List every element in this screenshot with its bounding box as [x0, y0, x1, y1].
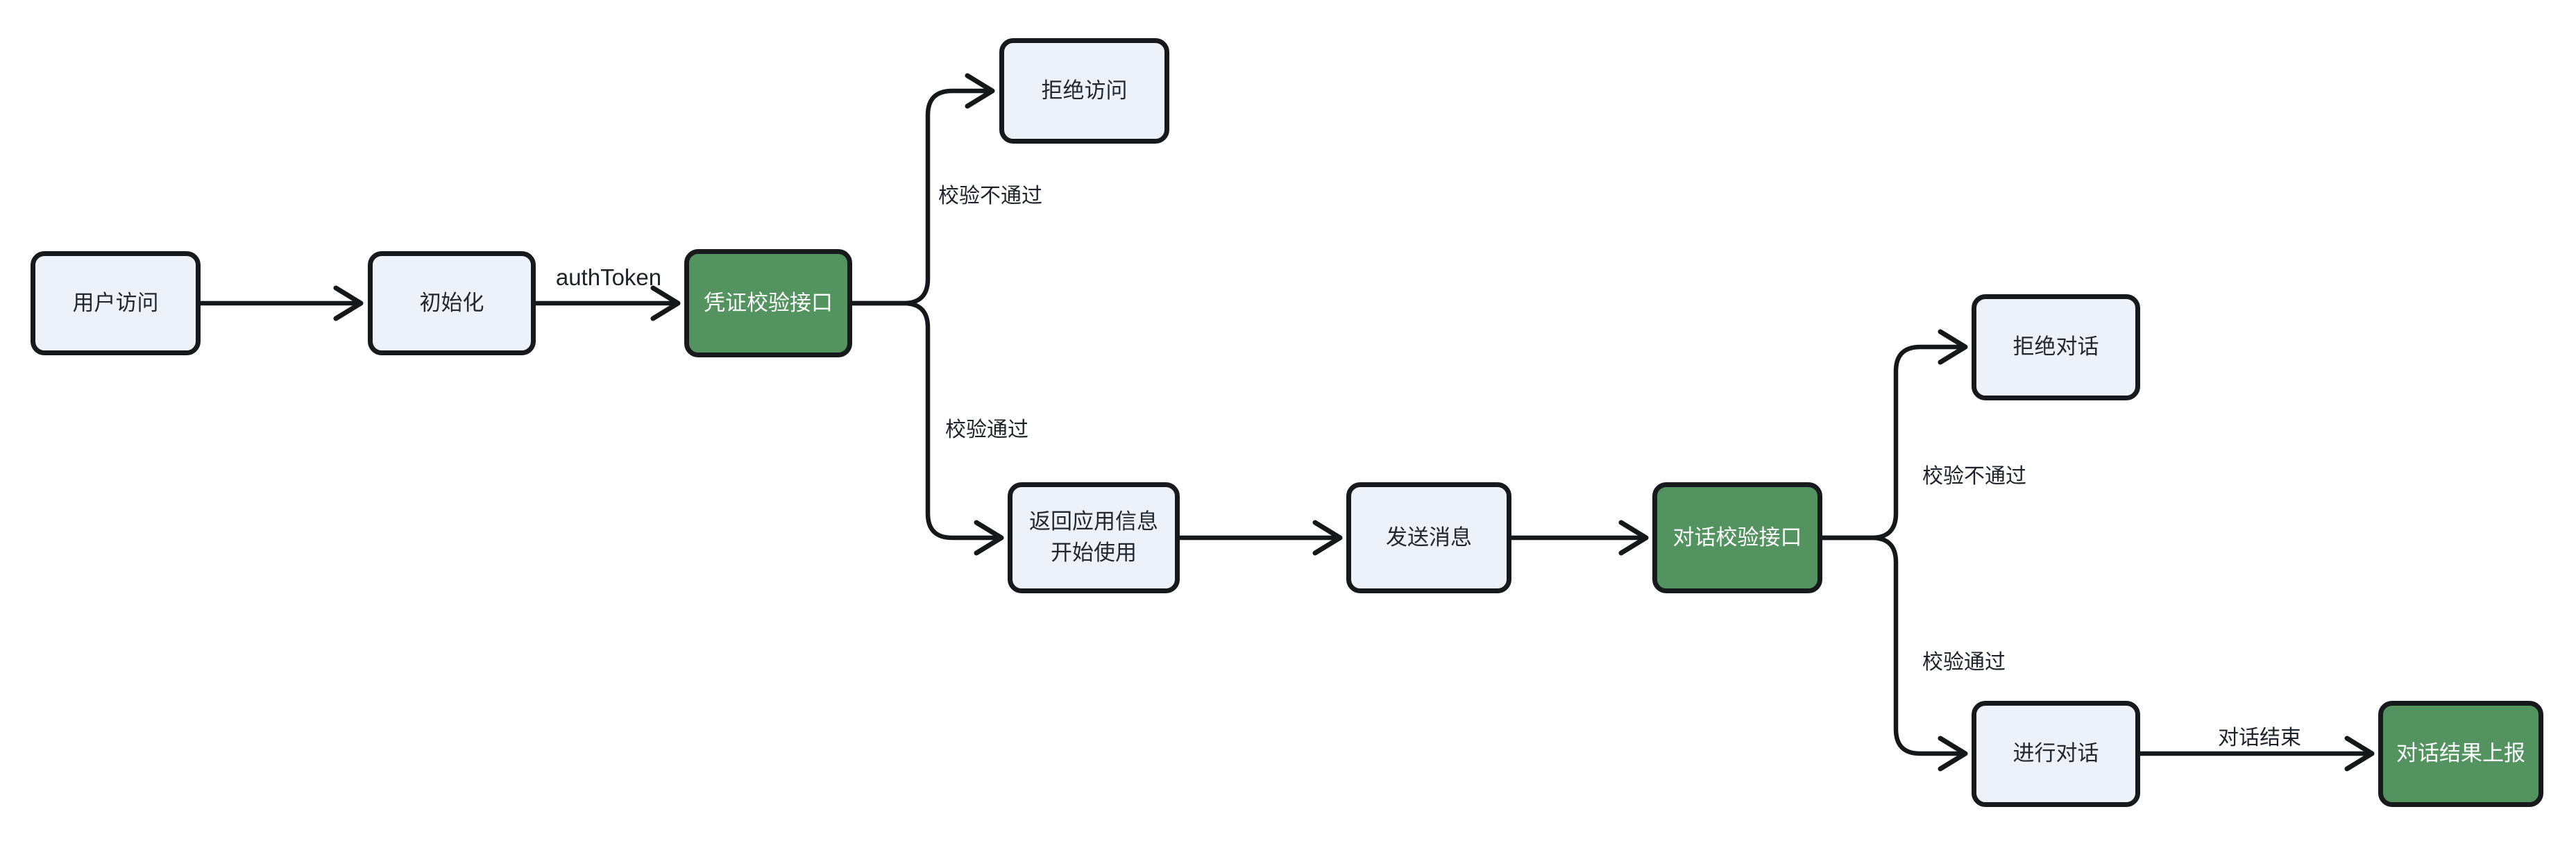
node-return-app-info-label-line1: 返回应用信息 [1029, 509, 1158, 534]
node-dialog-result-report: 对话结果上报 [2378, 701, 2543, 807]
edge-dialog-check-to-do-dialog [1822, 535, 1968, 772]
node-init-label: 初始化 [419, 290, 484, 315]
node-user-access: 用户访问 [31, 251, 201, 355]
node-send-message-label: 发送消息 [1386, 525, 1472, 550]
edge-credential-check-to-deny-access [852, 73, 995, 306]
edge-credential-check-to-return-app-info [852, 300, 1004, 556]
edge-dialog-check-to-deny-dialog [1822, 329, 1968, 541]
node-do-dialog: 进行对话 [1972, 701, 2140, 807]
edge-label-check-pass-1: 校验通过 [945, 418, 1028, 441]
node-deny-access: 拒绝访问 [999, 38, 1169, 144]
node-send-message: 发送消息 [1346, 482, 1511, 593]
edge-label-dialog-end: 对话结束 [2218, 727, 2301, 749]
edge-label-check-fail-2: 校验不通过 [1922, 465, 2026, 488]
node-user-access-label: 用户访问 [72, 290, 159, 315]
edge-label-check-pass-2: 校验通过 [1922, 651, 2006, 674]
edge-label-auth-token: authToken [555, 264, 662, 290]
node-dialog-check-api-label: 对话校验接口 [1672, 525, 1802, 550]
node-deny-access-label: 拒绝访问 [1041, 78, 1128, 103]
node-dialog-result-report-label: 对话结果上报 [2396, 741, 2525, 766]
node-deny-dialog-label: 拒绝对话 [2012, 334, 2099, 359]
node-dialog-check-api: 对话校验接口 [1652, 482, 1822, 593]
node-do-dialog-label: 进行对话 [2012, 741, 2099, 766]
node-return-app-info: 返回应用信息 开始使用 [1008, 482, 1180, 593]
node-return-app-info-label-line2: 开始使用 [1051, 541, 1137, 565]
node-init: 初始化 [368, 251, 536, 355]
node-deny-dialog: 拒绝对话 [1972, 294, 2140, 400]
edge-label-check-fail-1: 校验不通过 [938, 185, 1042, 207]
node-credential-check-api: 凭证校验接口 [684, 249, 852, 357]
node-credential-check-api-label: 凭证校验接口 [704, 290, 833, 315]
